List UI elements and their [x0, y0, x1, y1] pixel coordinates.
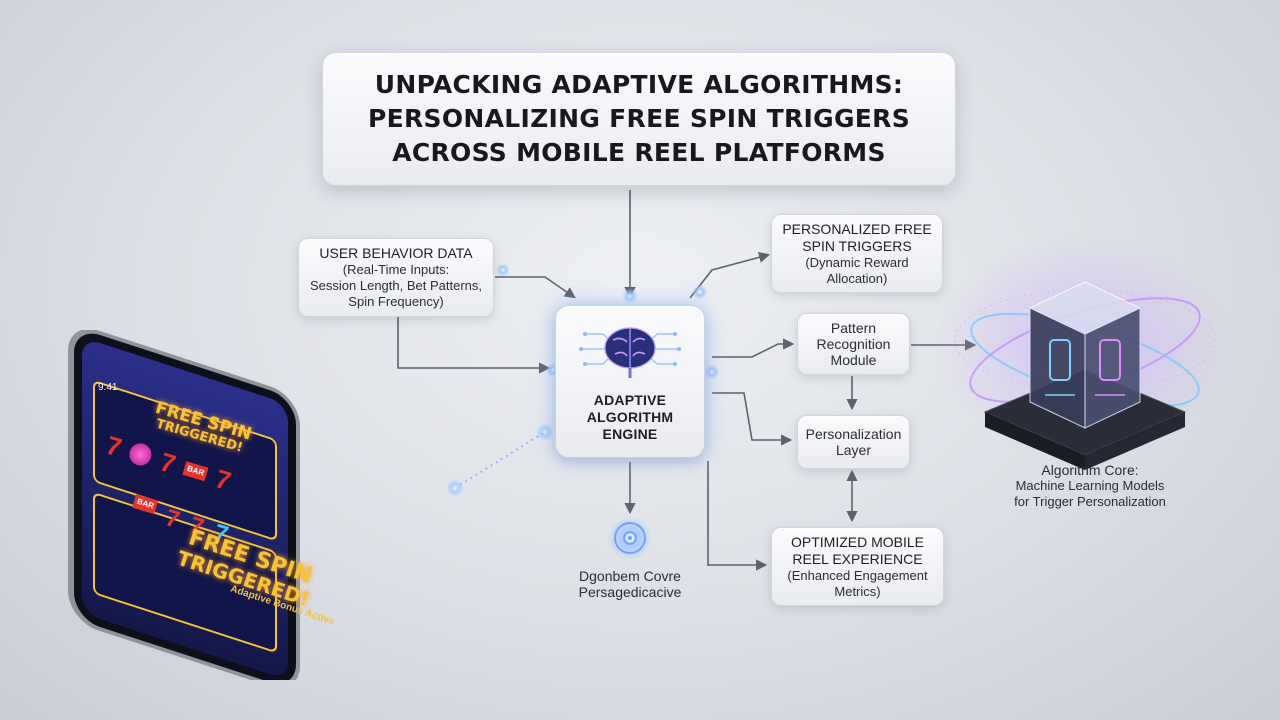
- engine-label-1: ADAPTIVE: [593, 392, 667, 408]
- core-title: Algorithm Core:: [1041, 462, 1139, 478]
- bottom-node-line-1: Dgonbem Covre: [579, 568, 681, 584]
- bottom-node-label: Dgonbem Covre Persagedicacive: [555, 568, 705, 600]
- glow-node: [704, 364, 720, 380]
- title-line-3: ACROSS MOBILE REEL PLATFORMS: [392, 138, 886, 167]
- personalized-line-2: Allocation): [826, 270, 888, 286]
- network-node-icon: [608, 516, 652, 560]
- phone-graphic: [68, 330, 300, 680]
- algorithm-core-caption: Algorithm Core: Machine Learning Models …: [990, 462, 1190, 510]
- glow-node: [446, 479, 464, 497]
- optimized-experience-node: OPTIMIZED MOBILE REEL EXPERIENCE (Enhanc…: [771, 527, 944, 606]
- glow-node: [536, 423, 554, 441]
- pattern-line-3: Module: [830, 352, 877, 368]
- pattern-line-2: Recognition: [816, 336, 891, 352]
- optimized-line-1: (Enhanced Engagement: [787, 567, 928, 583]
- core-line-1: Machine Learning Models: [1015, 478, 1165, 493]
- title-line-2: PERSONALIZING FREE SPIN TRIGGERS: [367, 104, 910, 133]
- gem-icon: [127, 440, 155, 469]
- phone-time: 9:41: [98, 382, 118, 393]
- title-box: UNPACKING ADAPTIVE ALGORITHMS: PERSONALI…: [322, 52, 956, 186]
- personalized-line-1: (Dynamic Reward: [805, 254, 909, 270]
- user-behavior-line-3: Spin Frequency): [348, 294, 444, 309]
- optimized-title-1: OPTIMIZED MOBILE: [790, 533, 924, 550]
- engine-label-2: ALGORITHM: [586, 409, 674, 425]
- glow-node: [692, 284, 708, 300]
- personalization-line-1: Personalization: [805, 426, 902, 442]
- adaptive-algorithm-engine-node: ADAPTIVE ALGORITHM ENGINE: [555, 305, 705, 458]
- personalization-line-2: Layer: [835, 442, 872, 458]
- user-behavior-line-2: Session Length, Bet Patterns,: [310, 278, 482, 293]
- arrow-behavior-to-engine: [495, 276, 576, 299]
- data-stream-link: [454, 431, 546, 489]
- optimized-title-2: REEL EXPERIENCE: [792, 550, 923, 567]
- title-line-1: UNPACKING ADAPTIVE ALGORITHMS:: [374, 70, 904, 99]
- glow-node: [622, 288, 638, 304]
- pattern-recognition-node: Pattern Recognition Module: [797, 313, 910, 375]
- user-behavior-line-1: (Real-Time Inputs:: [342, 262, 450, 277]
- engine-label-3: ENGINE: [602, 426, 658, 442]
- arrow-behavior-loop: [397, 316, 551, 374]
- personalized-triggers-node: PERSONALIZED FREE SPIN TRIGGERS (Dynamic…: [771, 214, 943, 293]
- optimized-line-2: Metrics): [834, 583, 881, 599]
- arrow-engine-to-personalization: [712, 392, 793, 446]
- personalized-title-2: SPIN TRIGGERS: [802, 237, 912, 254]
- pattern-line-1: Pattern: [830, 320, 877, 336]
- algorithm-core-cube-icon: [935, 235, 1235, 470]
- arrow-engine-to-optimized: [707, 461, 768, 571]
- user-behavior-data-node: USER BEHAVIOR DATA (Real-Time Inputs: Se…: [298, 238, 494, 317]
- bottom-node-line-2: Persagedicacive: [578, 584, 682, 600]
- brain-circuit-icon: [579, 327, 681, 378]
- glow-node: [496, 263, 510, 277]
- arrow-engine-to-pattern: [712, 338, 795, 358]
- user-behavior-title: USER BEHAVIOR DATA: [319, 245, 473, 261]
- personalized-title-1: PERSONALIZED FREE: [782, 220, 932, 237]
- personalization-layer-node: Personalization Layer: [797, 415, 910, 469]
- smartphone-illustration: 9:41 FREE SPIN TRIGGERED! 7 7 BAR 7 BAR …: [60, 330, 360, 680]
- core-line-2: for Trigger Personalization: [1014, 494, 1166, 509]
